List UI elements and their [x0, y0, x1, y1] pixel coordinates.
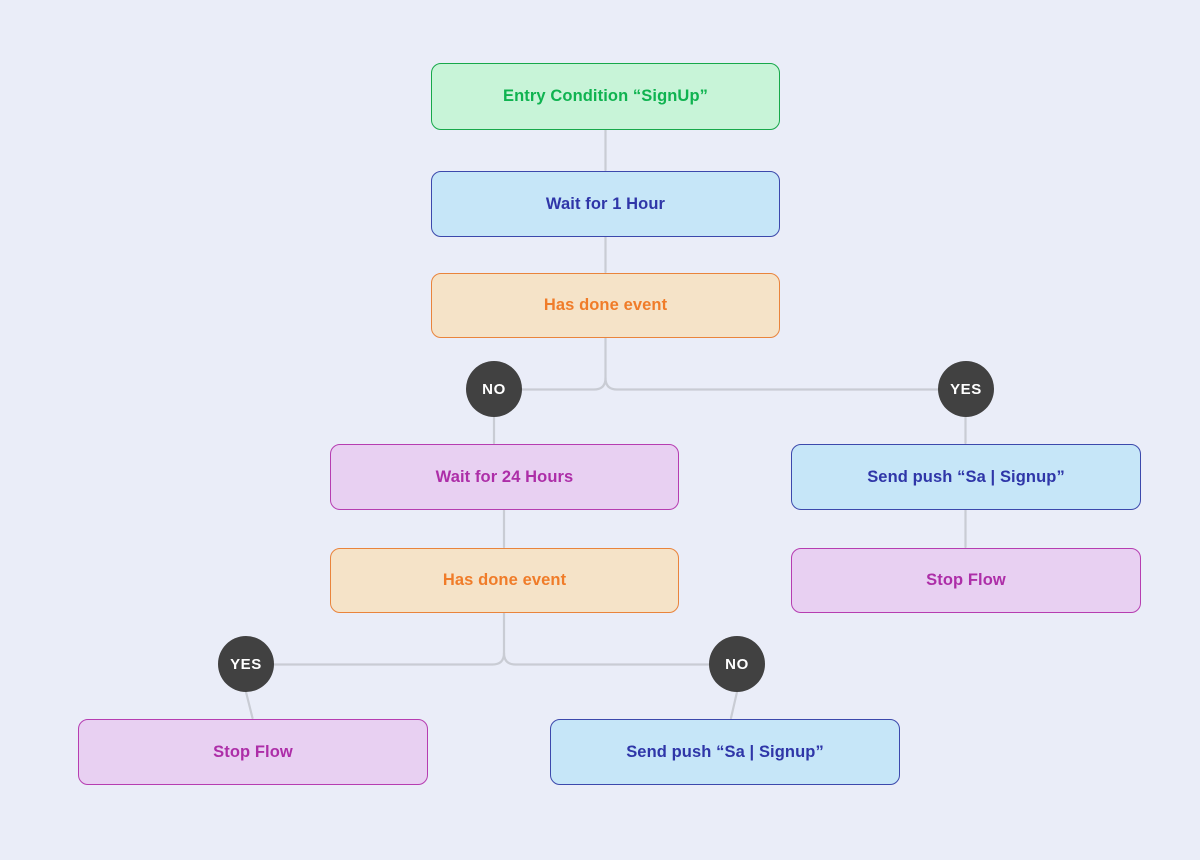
- node-stop-flow-right-label: Stop Flow: [926, 571, 1006, 589]
- badge-decision1-no[interactable]: NO: [466, 361, 522, 417]
- node-wait-1-hour-label: Wait for 1 Hour: [545, 194, 666, 213]
- node-has-done-event-2[interactable]: Has done event: [330, 548, 679, 613]
- node-send-push-bottom-label: Send push “Sa | Signup”: [626, 742, 824, 761]
- node-send-push-bottom[interactable]: Send push “Sa | Signup”: [550, 719, 900, 785]
- node-stop-flow-right[interactable]: Stop Flow: [791, 548, 1141, 613]
- badge-decision2-no-label: NO: [725, 655, 749, 673]
- node-entry-condition-label: Entry Condition “SignUp”: [503, 87, 708, 105]
- node-wait-1-hour[interactable]: Wait for 1 Hour: [431, 171, 780, 237]
- edge-cond1-split-left: [520, 376, 607, 391]
- node-stop-flow-bottom[interactable]: Stop Flow: [78, 719, 428, 785]
- node-has-done-event-1-label: Has done event: [543, 296, 668, 314]
- edge-no2-to-push-bottom: [729, 690, 739, 720]
- edge-yes2-to-stop-bottom: [244, 690, 254, 720]
- node-stop-flow-bottom-label: Stop Flow: [213, 742, 293, 761]
- node-wait-24-hours[interactable]: Wait for 24 Hours: [330, 444, 679, 510]
- node-entry-condition[interactable]: Entry Condition “SignUp”: [431, 63, 780, 130]
- edge-cond2-split-right: [502, 651, 711, 666]
- node-has-done-event-1[interactable]: Has done event: [431, 273, 780, 338]
- badge-decision2-yes[interactable]: YES: [218, 636, 274, 692]
- node-has-done-event-2-label: Has done event: [442, 571, 567, 589]
- badge-decision2-no[interactable]: NO: [709, 636, 765, 692]
- node-send-push-right[interactable]: Send push “Sa | Signup”: [791, 444, 1141, 510]
- edge-cond2-split-left: [272, 651, 506, 666]
- badge-decision1-yes-label: YES: [950, 380, 982, 398]
- badge-decision2-yes-label: YES: [230, 655, 262, 673]
- edge-cond1-split-right: [604, 376, 940, 391]
- node-send-push-right-label: Send push “Sa | Signup”: [867, 467, 1065, 486]
- badge-decision1-no-label: NO: [482, 380, 506, 398]
- badge-decision1-yes[interactable]: YES: [938, 361, 994, 417]
- node-wait-24-hours-label: Wait for 24 Hours: [435, 467, 574, 486]
